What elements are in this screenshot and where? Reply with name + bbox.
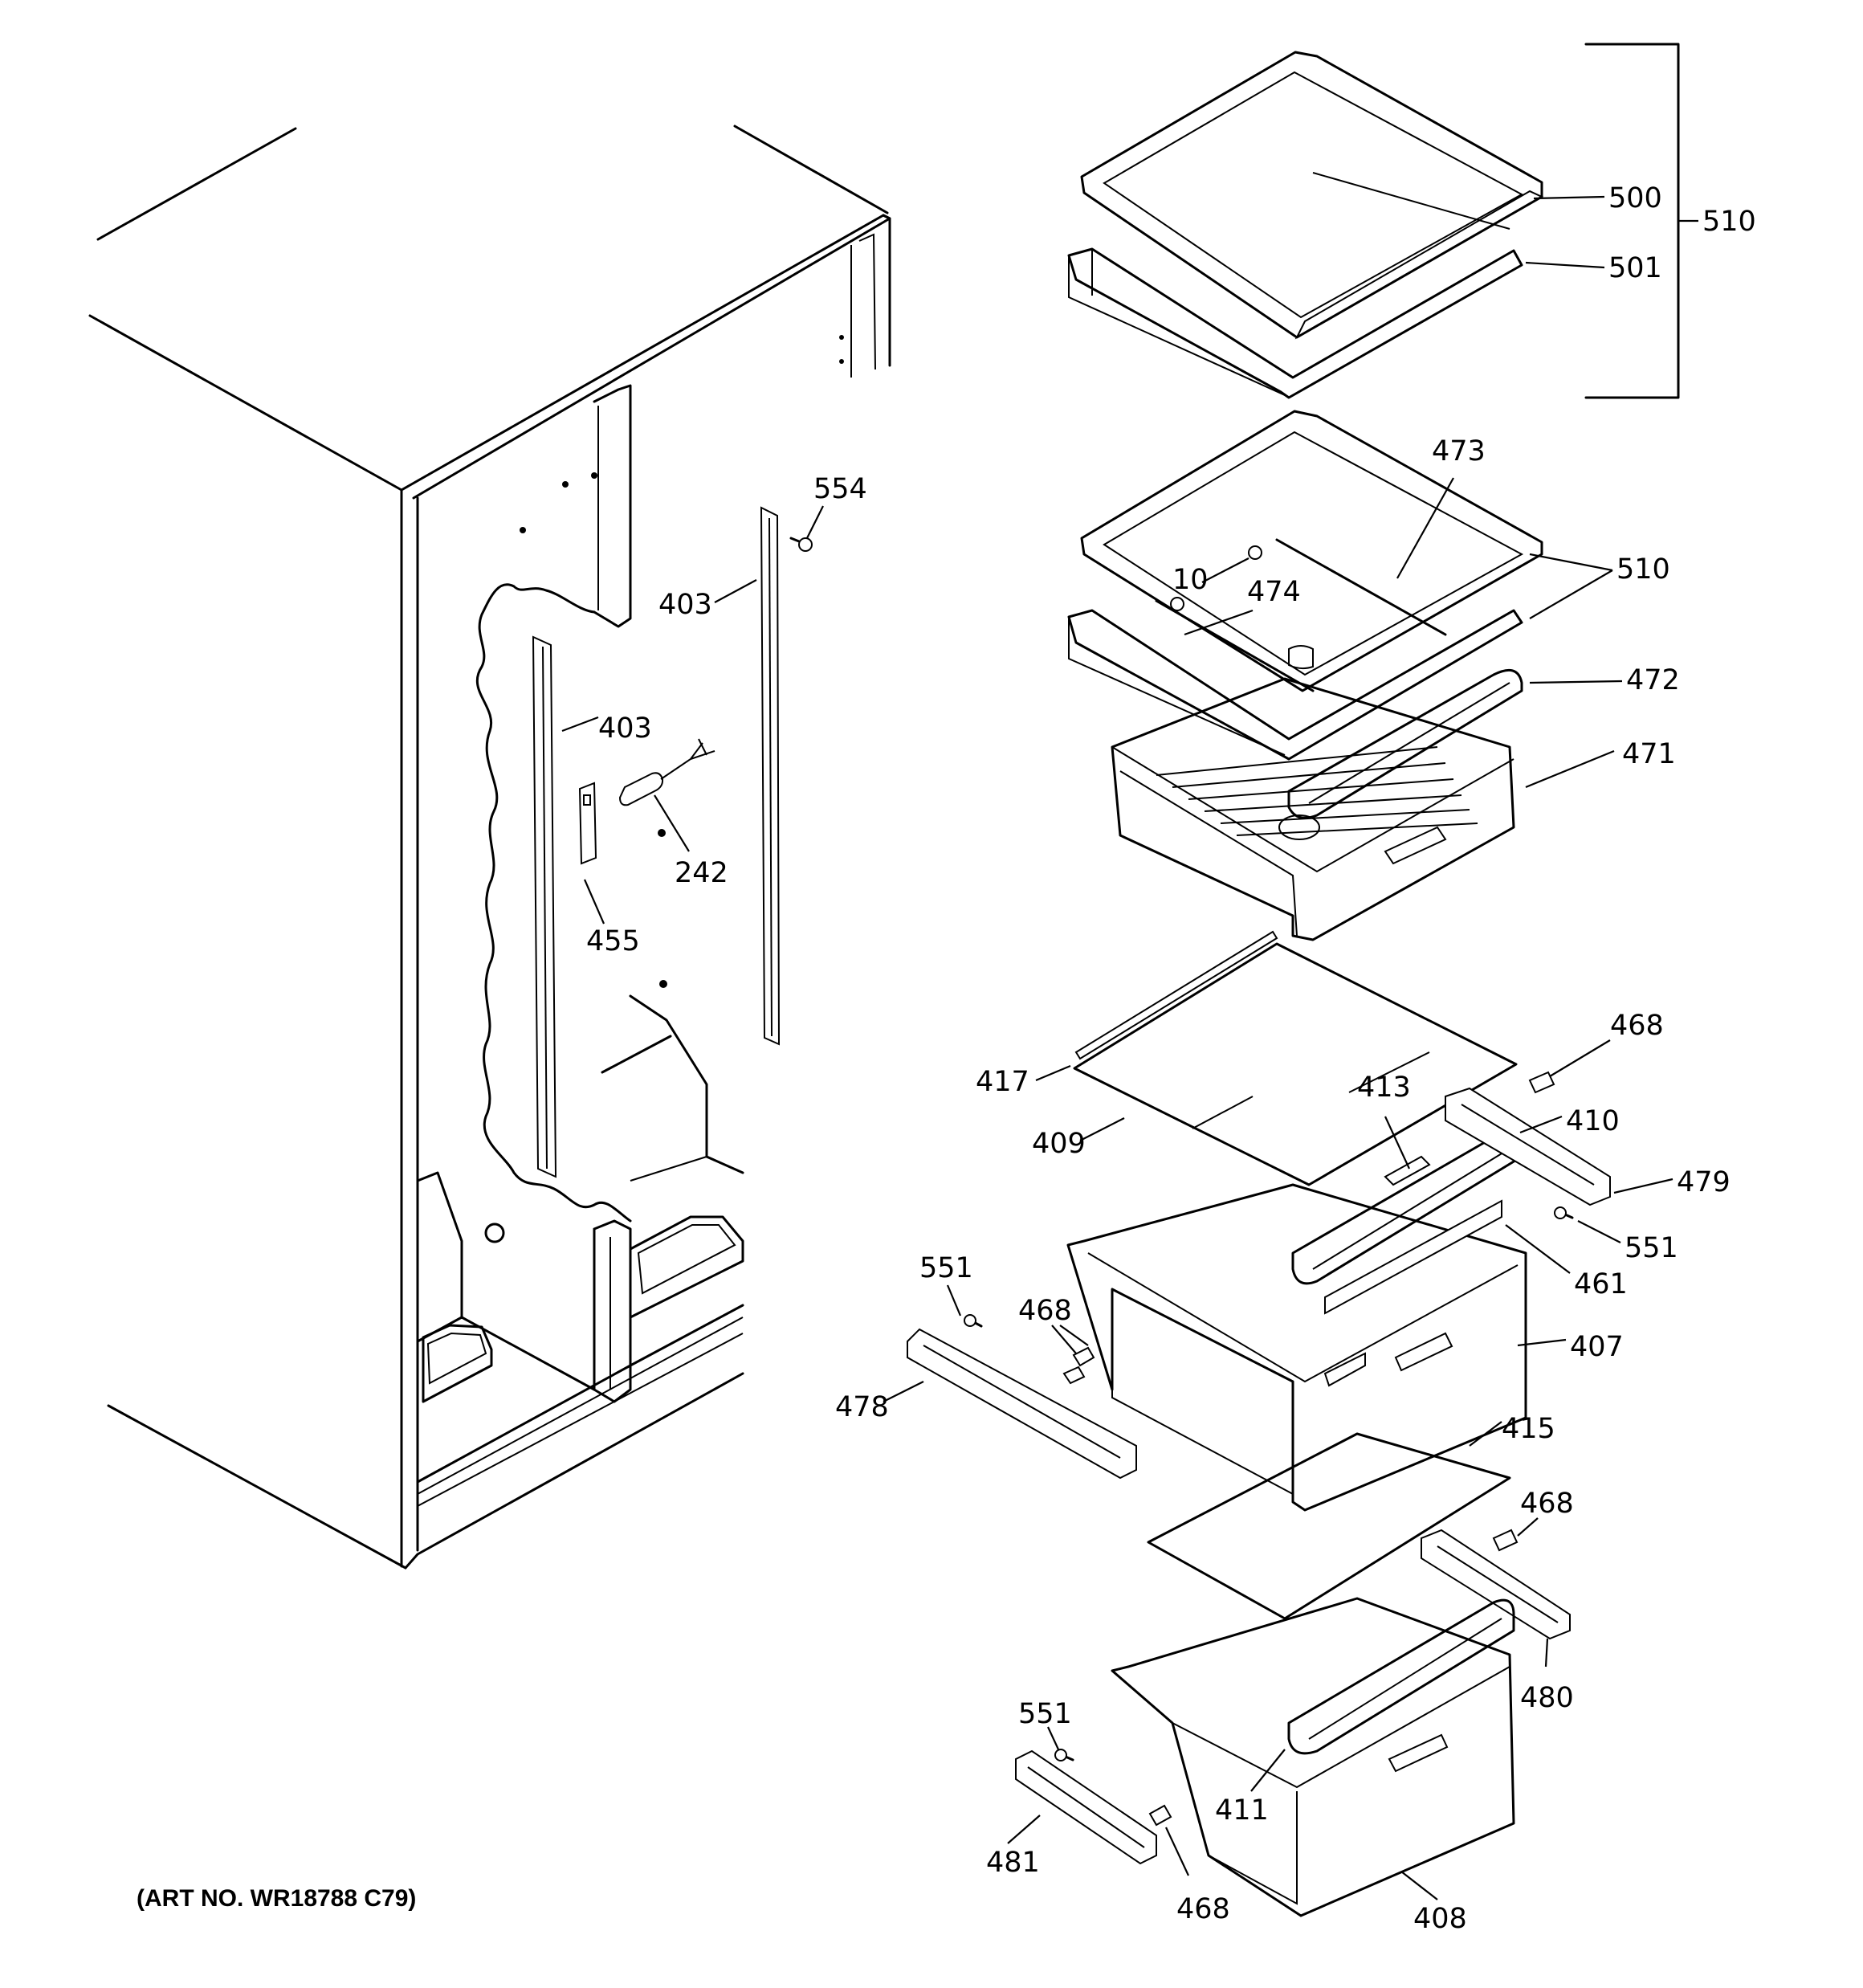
callout-473: 473 <box>1432 435 1486 467</box>
assembly-bracket-510 <box>1584 43 1698 399</box>
callout-403-right: 403 <box>658 589 712 621</box>
callout-479: 479 <box>1677 1166 1731 1198</box>
callout-410: 410 <box>1566 1105 1620 1137</box>
drawer-slide-480 <box>1421 1529 1571 1640</box>
shelf-rail-right <box>760 506 781 1046</box>
glass-shelf-415 <box>1147 1432 1511 1620</box>
glass-shelf-409 <box>1073 942 1518 1186</box>
screw-551 <box>964 1206 1574 1761</box>
callout-510-top: 510 <box>1702 206 1756 238</box>
screw-554 <box>789 537 813 552</box>
leader-lines <box>561 195 1673 1900</box>
fresh-pan-407 <box>1066 1183 1527 1512</box>
callout-468-bottom: 468 <box>1176 1893 1230 1925</box>
callout-468-left: 468 <box>1018 1295 1072 1327</box>
callout-242: 242 <box>675 857 728 889</box>
callout-403-left: 403 <box>598 712 652 745</box>
callout-500: 500 <box>1608 182 1662 214</box>
light-socket-242 <box>618 738 715 806</box>
callout-551-left: 551 <box>919 1252 973 1284</box>
callout-455: 455 <box>586 925 640 957</box>
callout-417: 417 <box>976 1066 1029 1098</box>
callout-471: 471 <box>1622 738 1676 770</box>
refrigerator-cabinet <box>88 125 891 1570</box>
callout-480: 480 <box>1520 1682 1574 1714</box>
callout-478: 478 <box>835 1391 889 1423</box>
callout-551-bottom: 551 <box>1018 1698 1072 1730</box>
drawer-slide-481 <box>1015 1749 1157 1865</box>
callout-551-right: 551 <box>1625 1232 1678 1264</box>
second-shelf-assembly <box>1067 410 1543 761</box>
switch-455 <box>578 782 597 865</box>
callout-461: 461 <box>1574 1268 1628 1300</box>
callout-501: 501 <box>1608 252 1662 284</box>
top-shelf-assembly <box>1067 51 1544 399</box>
callout-415: 415 <box>1502 1413 1555 1445</box>
callout-510-second: 510 <box>1616 553 1670 586</box>
callout-474: 474 <box>1247 576 1301 608</box>
callout-554: 554 <box>813 473 867 505</box>
drawer-slide-479 <box>1445 1087 1611 1206</box>
divider-461 <box>1324 1199 1502 1315</box>
meat-pan-cover-472 <box>1287 668 1523 819</box>
callout-472: 472 <box>1626 664 1680 696</box>
callout-481: 481 <box>986 1847 1040 1879</box>
meat-pan-471 <box>1111 677 1515 941</box>
shelf-rail-left <box>532 635 557 1178</box>
callout-408: 408 <box>1413 1903 1467 1935</box>
clip-468 <box>1062 1071 1555 1827</box>
art-number: (ART NO. WR18788 C79) <box>137 1885 416 1912</box>
shelf-frame-417 <box>1074 930 1278 1060</box>
callout-468-lower: 468 <box>1520 1488 1574 1520</box>
callout-413: 413 <box>1357 1072 1411 1104</box>
bottom-pan-408 <box>1111 1597 1515 1917</box>
callout-409: 409 <box>1032 1128 1086 1160</box>
callout-411: 411 <box>1215 1794 1269 1827</box>
callout-10: 10 <box>1172 564 1209 596</box>
callout-468-shelf: 468 <box>1610 1010 1664 1042</box>
callout-labels: 500 501 510 473 510 10 474 472 471 554 4… <box>586 182 1756 1935</box>
bottom-pan-cover-411 <box>1287 1598 1515 1755</box>
drawer-slide-478 <box>907 1328 1137 1480</box>
callout-407: 407 <box>1570 1331 1624 1363</box>
